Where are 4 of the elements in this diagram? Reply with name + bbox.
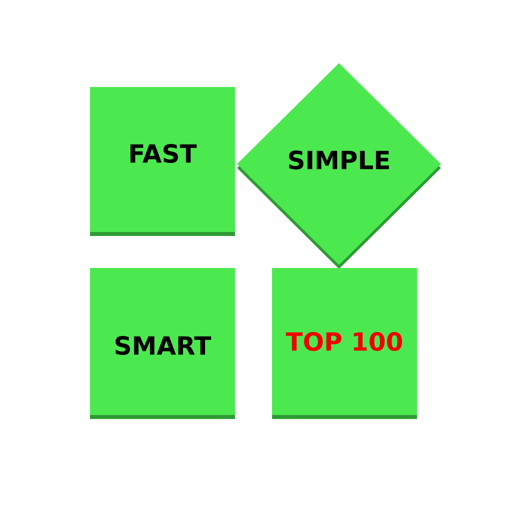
square-tile: SMART [90, 268, 235, 419]
square-tile: TOP 100 [272, 268, 417, 419]
square-tile: FAST [90, 87, 235, 236]
diamond-tile: SIMPLE [237, 63, 441, 269]
